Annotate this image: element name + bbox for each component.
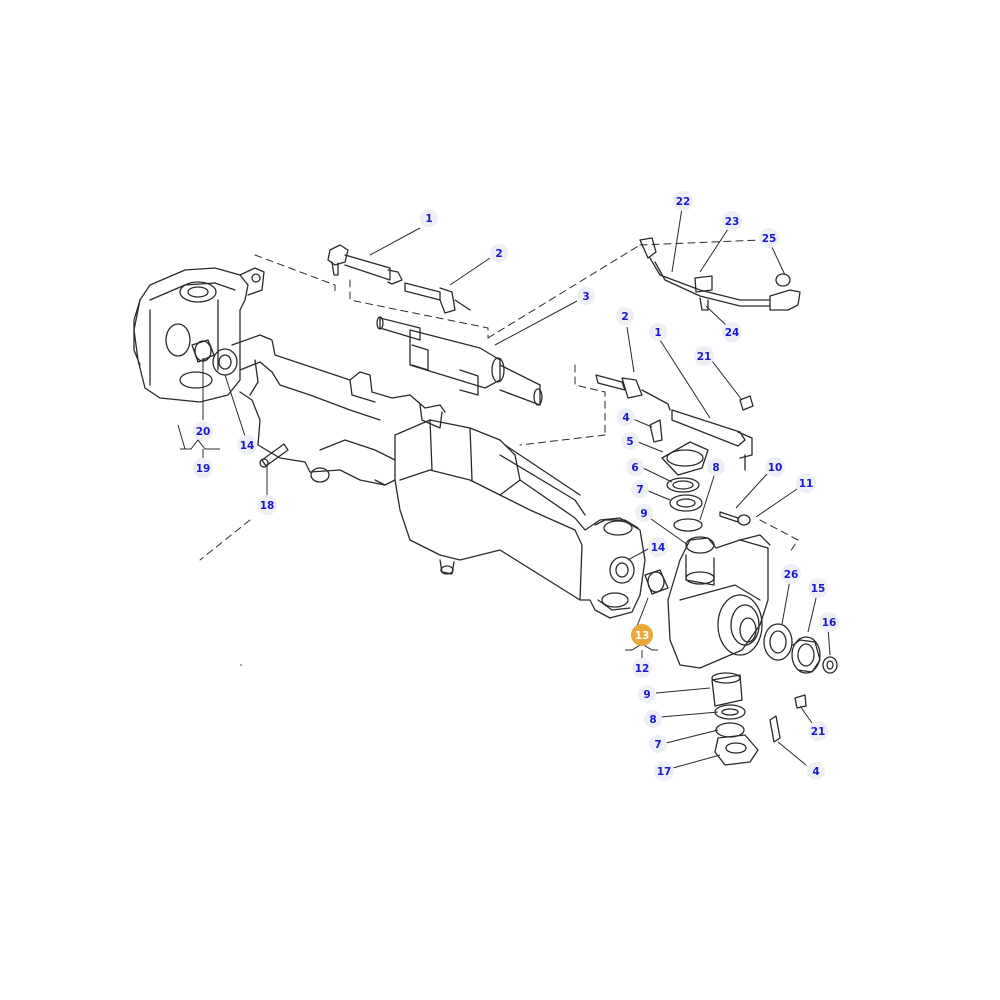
- svg-text:16: 16: [822, 617, 837, 629]
- svg-text:5: 5: [626, 436, 633, 448]
- stray-dot: [240, 664, 242, 666]
- callout-10[interactable]: 10: [765, 457, 785, 477]
- callout-13-selected[interactable]: 13: [631, 624, 653, 646]
- right-knuckle: [667, 534, 771, 669]
- callout-20[interactable]: 20: [193, 421, 213, 441]
- callout-2[interactable]: 2: [490, 244, 508, 262]
- svg-text:9: 9: [640, 508, 647, 520]
- svg-text:6: 6: [631, 462, 638, 474]
- callout-24[interactable]: 24: [722, 322, 742, 342]
- callout-5[interactable]: 5: [621, 432, 639, 450]
- svg-text:1: 1: [425, 213, 432, 225]
- steering-cylinder: [376, 316, 543, 406]
- svg-text:22: 22: [676, 196, 691, 208]
- callout-4-lower[interactable]: 4: [807, 762, 825, 780]
- left-knuckle: [133, 267, 265, 403]
- svg-text:7: 7: [654, 739, 661, 751]
- callout-23[interactable]: 23: [722, 211, 742, 231]
- lower-kingpin-stack: [711, 672, 759, 766]
- callout-4-upper[interactable]: 4: [617, 408, 635, 426]
- leader-lines: [177, 207, 831, 769]
- callout-7-upper[interactable]: 7: [631, 480, 649, 498]
- svg-text:21: 21: [697, 351, 712, 363]
- tie-rod-left: [327, 244, 403, 285]
- breather-pipe: [639, 237, 801, 311]
- right-bushing: [644, 569, 669, 595]
- svg-text:21: 21: [811, 726, 826, 738]
- bolts-10-11: [719, 511, 751, 526]
- callout-7-lower[interactable]: 7: [649, 735, 667, 753]
- bolt-18: [259, 443, 289, 468]
- callout-6[interactable]: 6: [626, 458, 644, 476]
- callout-19[interactable]: 19: [193, 458, 213, 478]
- svg-text:2: 2: [495, 248, 502, 260]
- callout-18[interactable]: 18: [257, 495, 277, 515]
- callout-9-lower[interactable]: 9: [638, 685, 656, 703]
- callout-21-lower[interactable]: 21: [808, 721, 828, 741]
- callout-8-lower[interactable]: 8: [644, 710, 662, 728]
- callout-14-right[interactable]: 14: [648, 537, 668, 557]
- svg-text:26: 26: [784, 569, 799, 581]
- callout-16[interactable]: 16: [819, 612, 839, 632]
- callout-21-upper[interactable]: 21: [694, 346, 714, 366]
- callout-25[interactable]: 25: [759, 228, 779, 248]
- axle-beam: [231, 334, 646, 619]
- svg-text:11: 11: [799, 478, 814, 490]
- assembly-guide-lines: [199, 239, 799, 561]
- svg-text:24: 24: [725, 327, 740, 339]
- hub-seals-and-nuts: [763, 623, 838, 674]
- left-bushing-and-seal: [191, 339, 238, 376]
- svg-text:4: 4: [622, 412, 629, 424]
- callout-12[interactable]: 12: [632, 658, 652, 678]
- svg-text:14: 14: [651, 542, 666, 554]
- svg-text:8: 8: [649, 714, 656, 726]
- callout-11[interactable]: 11: [796, 473, 816, 493]
- svg-text:17: 17: [657, 766, 672, 778]
- svg-text:19: 19: [196, 463, 211, 475]
- svg-text:20: 20: [196, 426, 211, 438]
- callout-3[interactable]: 3: [577, 287, 595, 305]
- svg-text:18: 18: [260, 500, 275, 512]
- callout-15[interactable]: 15: [808, 578, 828, 598]
- callout-2-right[interactable]: 2: [616, 307, 634, 325]
- svg-text:12: 12: [635, 663, 650, 675]
- svg-text:1: 1: [654, 327, 661, 339]
- small-bolts-upper: [649, 395, 754, 443]
- adjust-rod-left: [404, 282, 471, 314]
- svg-text:9: 9: [643, 689, 650, 701]
- callout-1-right[interactable]: 1: [649, 323, 667, 341]
- callout-14-left[interactable]: 14: [237, 435, 257, 455]
- callout-22[interactable]: 22: [673, 191, 693, 211]
- callouts: 1 2 3 22 23 25 24 2 1 21 4: [193, 191, 839, 781]
- right-tie-rod: [595, 374, 753, 471]
- small-bolts-lower: [769, 694, 807, 743]
- callout-8-upper[interactable]: 8: [707, 458, 725, 476]
- svg-text:23: 23: [725, 216, 740, 228]
- svg-text:15: 15: [811, 583, 826, 595]
- kingpin-cap-and-washers: [661, 441, 709, 532]
- svg-text:10: 10: [768, 462, 783, 474]
- axle-line-art: [133, 237, 838, 766]
- callout-17[interactable]: 17: [654, 761, 674, 781]
- svg-text:3: 3: [582, 291, 589, 303]
- callout-1[interactable]: 1: [420, 209, 438, 227]
- callout-9-upper[interactable]: 9: [635, 504, 653, 522]
- svg-text:14: 14: [240, 440, 255, 452]
- callout-26[interactable]: 26: [781, 564, 801, 584]
- svg-text:2: 2: [621, 311, 628, 323]
- svg-text:25: 25: [762, 233, 777, 245]
- svg-text:13: 13: [635, 630, 650, 642]
- svg-text:8: 8: [712, 462, 719, 474]
- svg-text:4: 4: [812, 766, 819, 778]
- svg-text:7: 7: [636, 484, 643, 496]
